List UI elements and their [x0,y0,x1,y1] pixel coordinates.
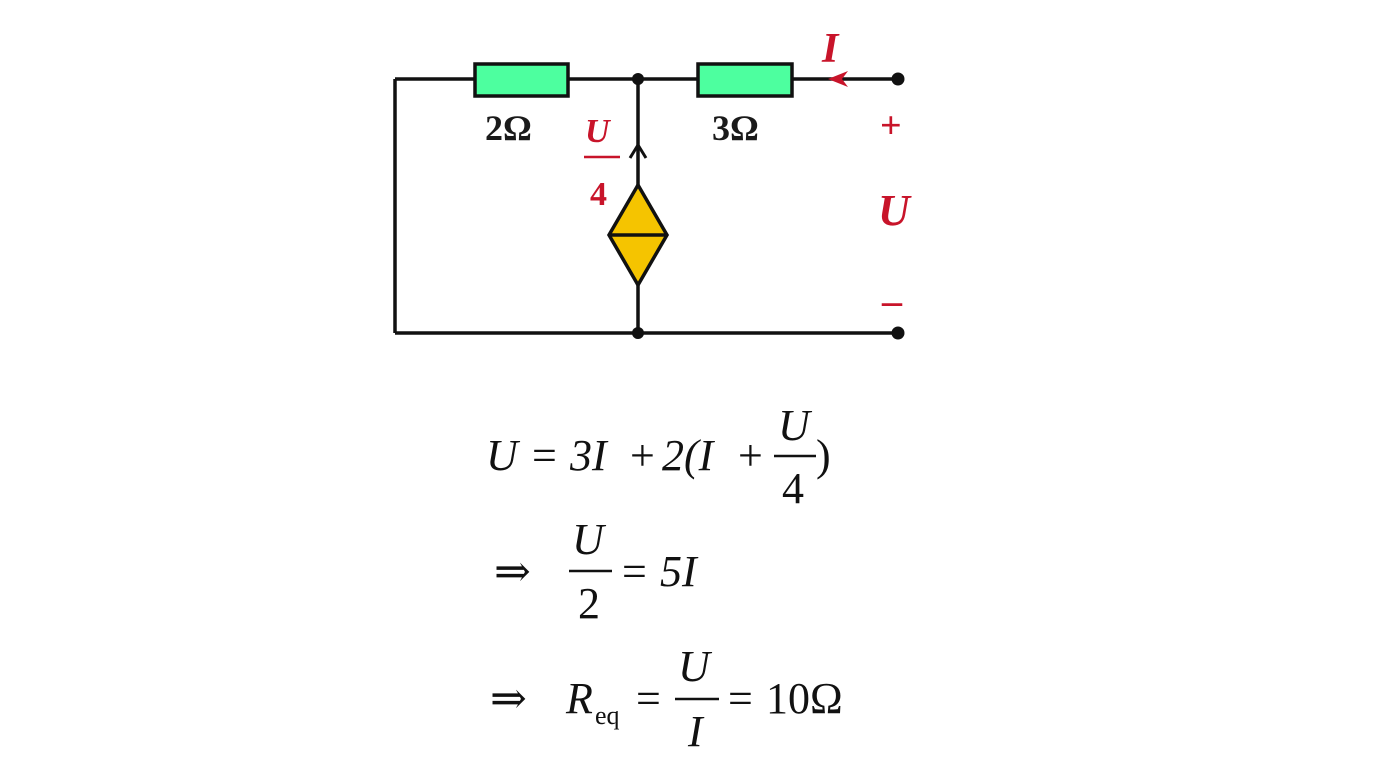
eq3-equals2: = [728,674,753,723]
resistor-2ohm-label: 2Ω [485,108,532,148]
resistor-2ohm [473,62,570,98]
node-bottom-mid [632,327,644,339]
terminal-minus [891,326,905,340]
eq1-frac-den: 4 [782,464,804,513]
eq1-term2: 2(I [662,431,716,480]
source-arrow-icon [628,142,648,159]
eq3-r: R [565,674,593,723]
eq2-frac-num: U [572,515,607,564]
resistor-3ohm [696,62,794,98]
eq3-rhs: 10Ω [766,674,843,723]
eq3-equals1: = [636,674,661,723]
dependent-current-source [606,181,670,289]
eq3-frac-den: I [687,707,705,756]
eq1-term1: 3I [569,431,609,480]
eq1-close-paren: ) [816,431,831,480]
nodes [632,72,905,340]
equation-line-3: ⇒ R eq = U I = 10Ω [490,642,843,756]
eq1-plus2: + [738,431,763,480]
source-value-fraction: U 4 [584,113,620,213]
equation-line-2: ⇒ U 2 = 5I [494,515,699,628]
minus-label: – [881,278,903,323]
eq2-rhs: 5I [660,547,699,596]
equation-line-1: U = 3I + 2(I + U 4 ) [486,401,831,513]
eq1-lhs: U [486,431,521,480]
current-label: I [821,26,840,72]
eq3-arrow: ⇒ [490,674,527,723]
source-value-denominator: 4 [590,176,607,213]
eq3-subscript: eq [595,701,620,730]
plus-label: + [880,105,902,147]
eq1-equals: = [532,431,557,480]
eq1-frac-num: U [778,401,813,450]
eq2-frac-den: 2 [578,579,600,628]
wires [393,77,898,335]
eq2-arrow: ⇒ [494,547,531,596]
eq1-plus1: + [630,431,655,480]
source-value-numerator: U [585,113,612,150]
resistor-3ohm-label: 3Ω [712,108,759,148]
eq2-equals: = [622,547,647,596]
current-arrow-icon [828,71,848,87]
terminal-plus [891,72,905,86]
voltage-label: U [878,186,912,235]
eq3-frac-num: U [678,642,713,691]
node-top-mid [632,73,644,85]
